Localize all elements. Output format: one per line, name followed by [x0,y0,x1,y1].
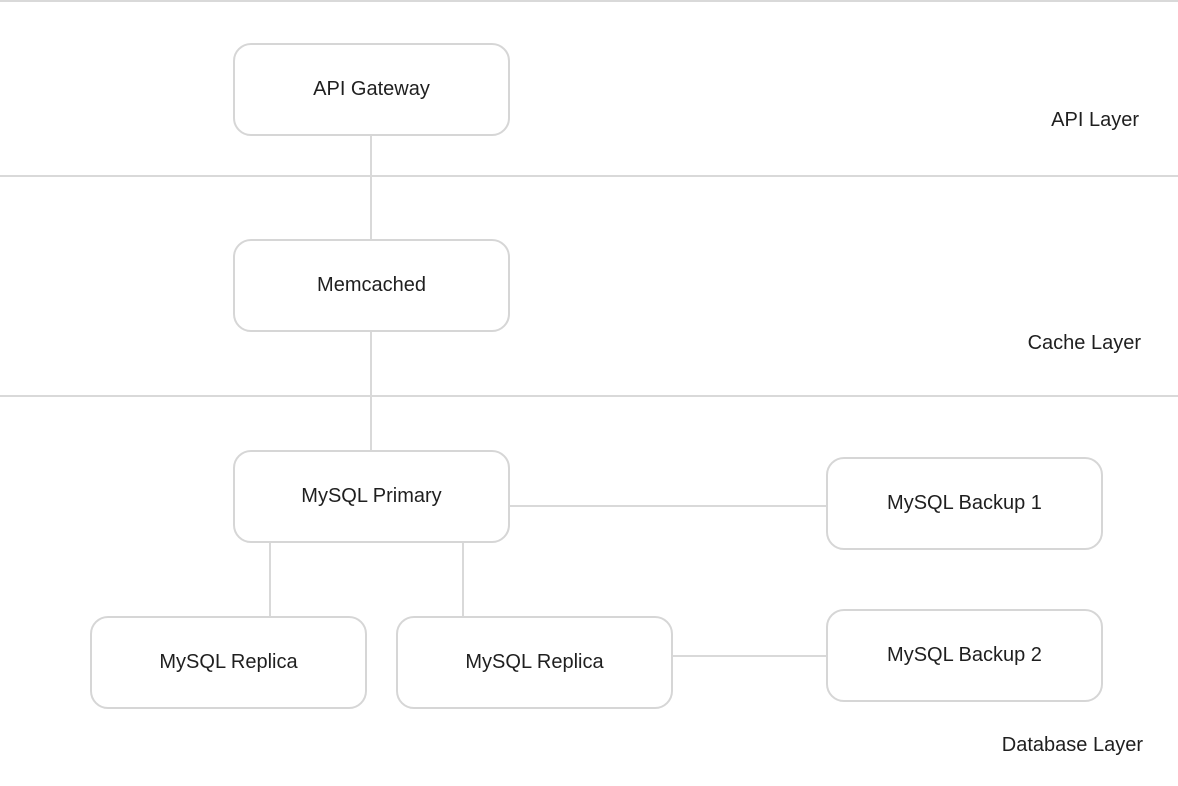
node-memcached[interactable]: Memcached [233,239,510,332]
layer-divider-cache-database [0,395,1178,397]
node-mysql-backup-1[interactable]: MySQL Backup 1 [826,457,1103,550]
layer-label-database: Database Layer [1001,734,1143,756]
node-label: MySQL Replica [159,651,298,673]
node-mysql-replica-1[interactable]: MySQL Replica [90,616,367,709]
node-mysql-replica-2[interactable]: MySQL Replica [396,616,673,709]
layer-divider-api-cache [0,175,1178,177]
node-label: API Gateway [313,78,430,100]
node-label: MySQL Backup 1 [887,492,1042,514]
node-mysql-backup-2[interactable]: MySQL Backup 2 [826,609,1103,702]
node-label: Memcached [317,274,426,296]
node-label: MySQL Backup 2 [887,644,1042,666]
layer-label-api: API Layer [1051,109,1139,131]
node-label: MySQL Primary [301,485,442,507]
node-api-gateway[interactable]: API Gateway [233,43,510,136]
node-label: MySQL Replica [465,651,604,673]
layer-label-cache: Cache Layer [1027,332,1141,354]
top-border [0,0,1178,2]
node-mysql-primary[interactable]: MySQL Primary [233,450,510,543]
